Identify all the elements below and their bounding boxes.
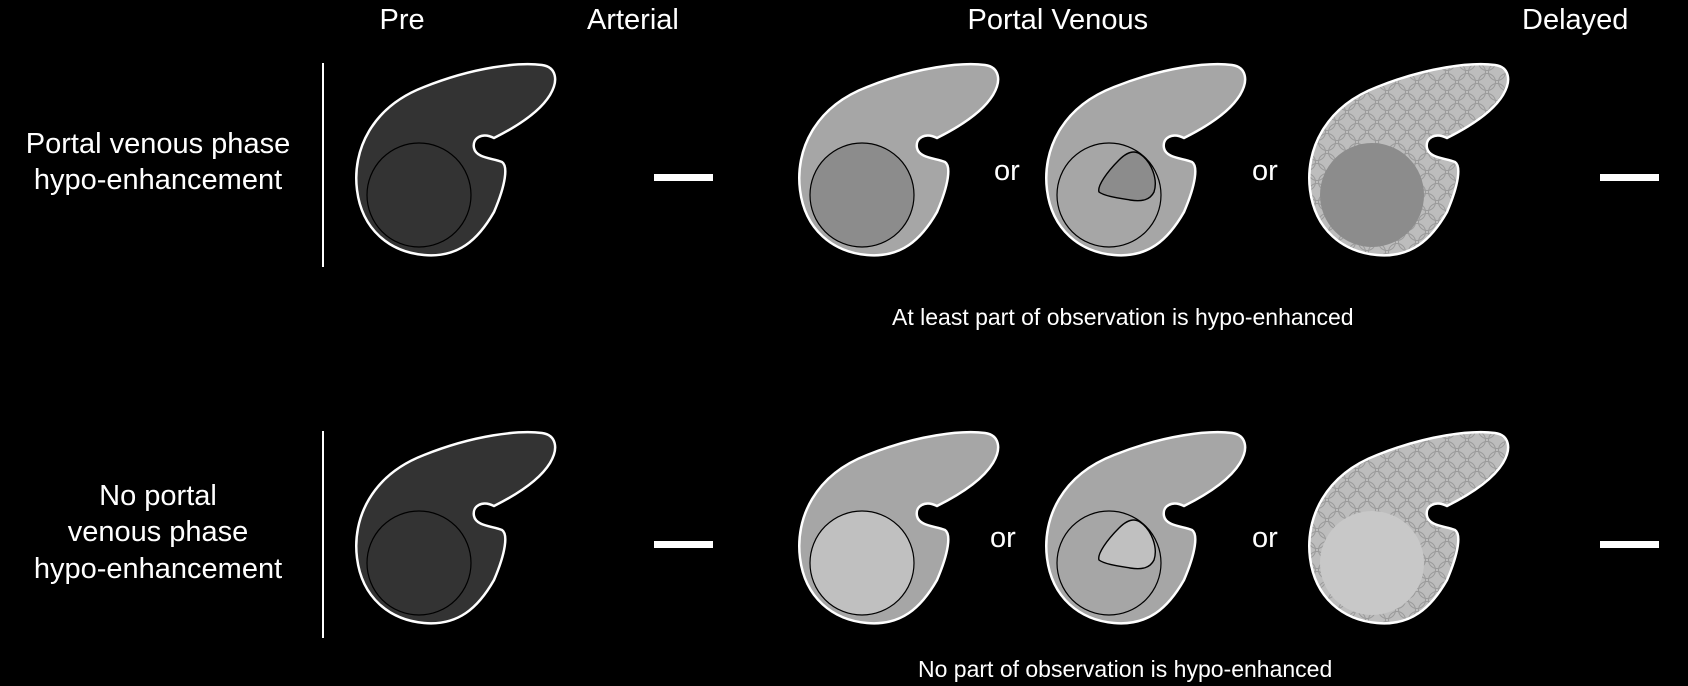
or-label: or xyxy=(994,155,1020,188)
liver-pv-hypo-row1 xyxy=(799,64,998,255)
liver-pre-row2 xyxy=(356,432,555,623)
or-label: or xyxy=(1252,522,1278,555)
liver-pv-washout-row1 xyxy=(1309,64,1508,255)
liver-pv-partial-iso-row2 xyxy=(1046,432,1245,623)
arterial-dash-row2 xyxy=(654,541,713,548)
delayed-dash-row1 xyxy=(1600,174,1659,181)
arterial-dash-row1 xyxy=(654,174,713,181)
or-label: or xyxy=(1252,155,1278,188)
delayed-dash-row2 xyxy=(1600,541,1659,548)
caption-row1: At least part of observation is hypo-enh… xyxy=(892,304,1354,331)
liver-pre-row1 xyxy=(356,64,555,255)
or-label: or xyxy=(990,522,1016,555)
liver-pv-pattern-row2 xyxy=(1309,432,1508,623)
liver-pv-iso-row2 xyxy=(799,432,998,623)
liver-pv-partial-hypo-row1 xyxy=(1046,64,1245,255)
caption-row2: No part of observation is hypo-enhanced xyxy=(918,656,1332,683)
